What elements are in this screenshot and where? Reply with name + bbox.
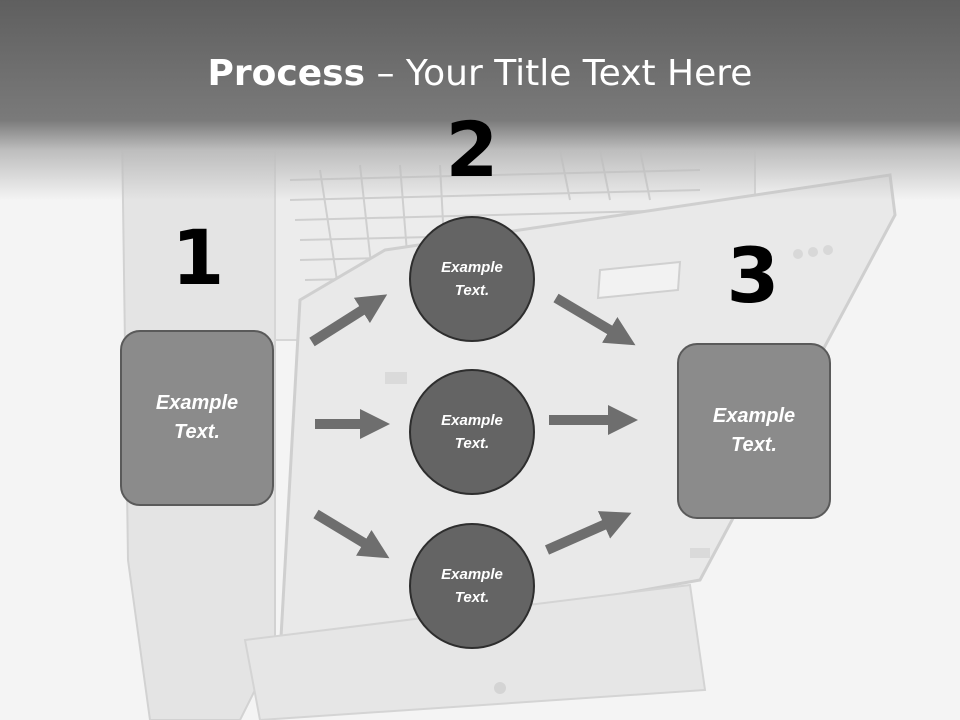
- header-band: [0, 0, 960, 200]
- right-step-box-text: Example Text.: [712, 405, 796, 456]
- step-number-1: 1: [171, 213, 225, 302]
- circle-middle: Example Text.: [409, 369, 535, 495]
- left-step-box-text: Example Text.: [155, 392, 239, 443]
- step-number-2: 2: [445, 105, 499, 194]
- circle-middle-text: Example Text.: [441, 412, 503, 452]
- circle-top: Example Text.: [409, 216, 535, 342]
- step-number-3: 3: [726, 231, 780, 320]
- arrow-left-to-bottom: [313, 509, 390, 559]
- slide-title: Process – Your Title Text Here: [0, 52, 960, 96]
- title-bold-part: Process: [207, 53, 366, 94]
- arrow-top-to-right: [553, 293, 636, 346]
- left-step-box: Example Text.: [120, 330, 274, 506]
- circle-top-text: Example Text.: [441, 259, 503, 299]
- circle-bottom-text: Example Text.: [441, 566, 503, 606]
- arrow-bottom-to-right: [544, 511, 632, 555]
- title-rest-part: – Your Title Text Here: [365, 53, 753, 94]
- right-step-box: Example Text.: [677, 343, 831, 519]
- arrow-left-to-top: [309, 294, 388, 347]
- circle-bottom: Example Text.: [409, 523, 535, 649]
